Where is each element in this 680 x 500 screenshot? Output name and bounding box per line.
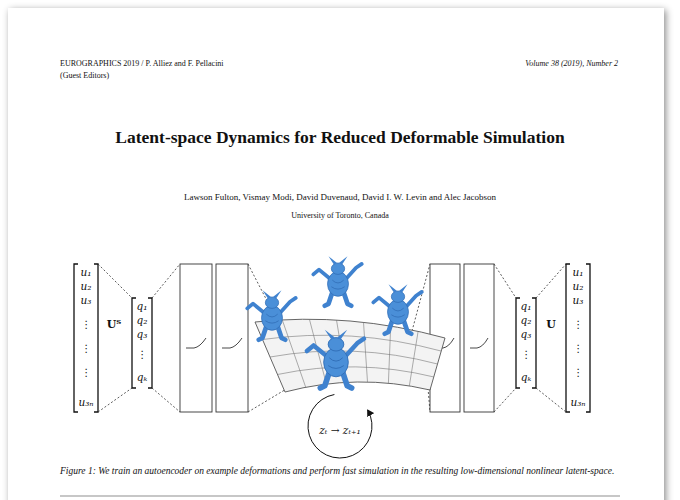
figure-caption: Figure 1: We train an autoencoder on exa… <box>60 465 622 477</box>
vector-entry: u₃ <box>81 295 92 306</box>
vector-entry: qₖ <box>137 372 148 383</box>
vector-entry: ⋮ <box>137 349 148 360</box>
latent-step: zₜ → zₜ₊₁ <box>319 425 360 436</box>
vector-entry: ⋮ <box>81 319 92 330</box>
vector-entry: u₁ <box>81 267 92 278</box>
latent-manifold <box>255 319 445 392</box>
deformed-mesh <box>247 256 421 388</box>
affiliation: University of Toronto, Canada <box>291 211 389 220</box>
matrix-symbol: Uᵀ <box>107 319 122 330</box>
vector-entry: q₁ <box>521 301 532 312</box>
vector-entry: ⋮ <box>81 343 92 354</box>
vector-entry: ⋮ <box>573 319 584 330</box>
vector-entry: q₁ <box>137 301 148 312</box>
editor-note: (Guest Editors) <box>60 71 109 80</box>
vector-entry: u₂ <box>573 281 584 292</box>
vector-entry: qₖ <box>521 372 532 383</box>
vector-entry: u₃ <box>573 295 584 306</box>
journal-header: EUROGRAPHICS 2019 / P. Alliez and F. Pel… <box>60 59 224 68</box>
matrix-symbol: U <box>546 319 556 330</box>
vector-entry: q₂ <box>137 315 148 326</box>
time-loop-arrow <box>308 395 372 459</box>
vector-entry: u₃ₙ <box>78 397 93 408</box>
vector-entry: u₁ <box>573 267 584 278</box>
vector-entry: ⋮ <box>573 343 584 354</box>
author-list: Lawson Fulton, Vismay Modi, David Duvena… <box>184 192 496 202</box>
vector-entry: q₃ <box>521 329 532 340</box>
caption-rule <box>60 496 620 497</box>
vector-entry: ⋮ <box>81 367 92 378</box>
vector-entry: q₂ <box>521 315 532 326</box>
vector-entry: u₂ <box>81 281 92 292</box>
vector-entry: ⋮ <box>521 349 532 360</box>
volume-info: Volume 38 (2019), Number 2 <box>525 59 618 68</box>
vector-entry: q₃ <box>137 329 148 340</box>
vector-entry: ⋮ <box>573 367 584 378</box>
paper-title: Latent-space Dynamics for Reduced Deform… <box>115 127 564 147</box>
vector-entry: u₃ₙ <box>570 397 585 408</box>
